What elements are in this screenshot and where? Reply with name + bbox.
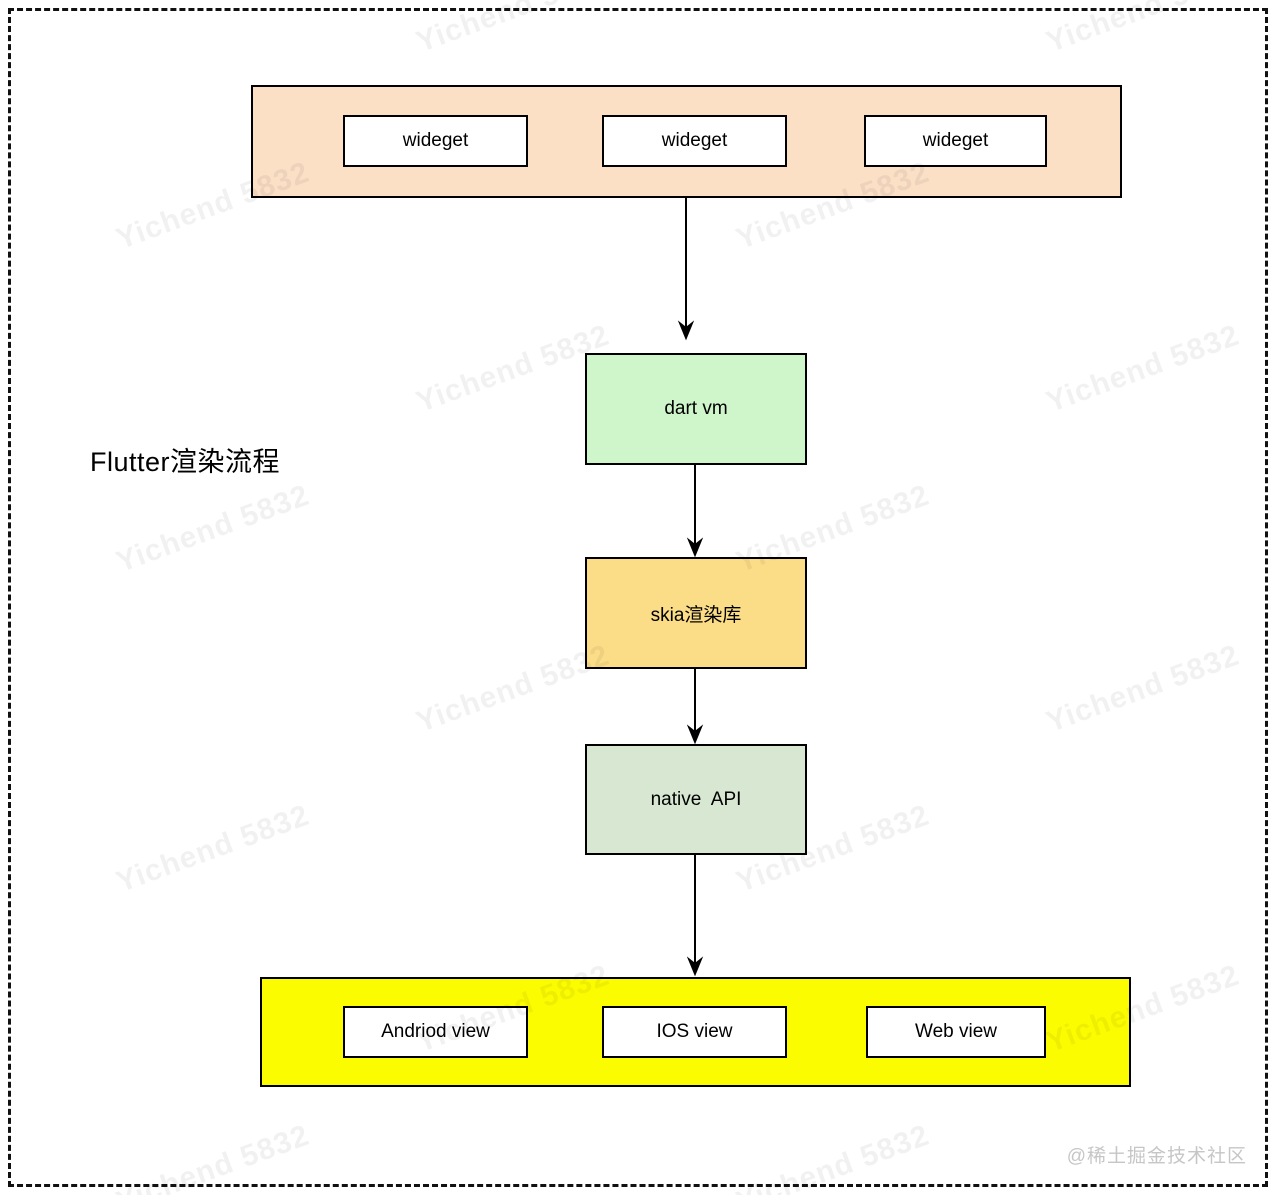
node-dart-vm: dart vm [585,353,807,465]
watermark-text: Yichend 5832 [112,798,314,900]
watermark-text: Yichend 5832 [412,318,614,420]
node-native-api: native API [585,744,807,855]
arrow-nativeapi-to-platforms [686,855,704,977]
platform-box-ios: IOS view [602,1006,787,1058]
watermark-text: Yichend 5832 [732,1118,934,1195]
arrow-skia-to-nativeapi [686,669,704,745]
widget-box-1: wideget [343,115,528,167]
node-skia: skia渲染库 [585,557,807,669]
watermark-text: Yichend 5832 [412,0,614,60]
platform-box-web: Web view [866,1006,1046,1058]
diagram-title: Flutter渲染流程 [90,447,281,477]
watermark-text: Yichend 5832 [112,1118,314,1195]
community-credit: @稀土掘金技术社区 [1066,1146,1247,1167]
arrow-widgets-to-dartvm [677,198,695,341]
arrow-dartvm-to-skia [686,465,704,558]
platform-box-android: Andriod view [343,1006,528,1058]
watermark-text: Yichend 5832 [1042,318,1244,420]
watermark-text: Yichend 5832 [112,478,314,580]
watermark-text: Yichend 5832 [412,638,614,740]
widget-box-3: wideget [864,115,1047,167]
watermark-text: Yichend 5832 [1042,638,1244,740]
watermark-text: Yichend 5832 [1042,0,1244,60]
widget-box-2: wideget [602,115,787,167]
